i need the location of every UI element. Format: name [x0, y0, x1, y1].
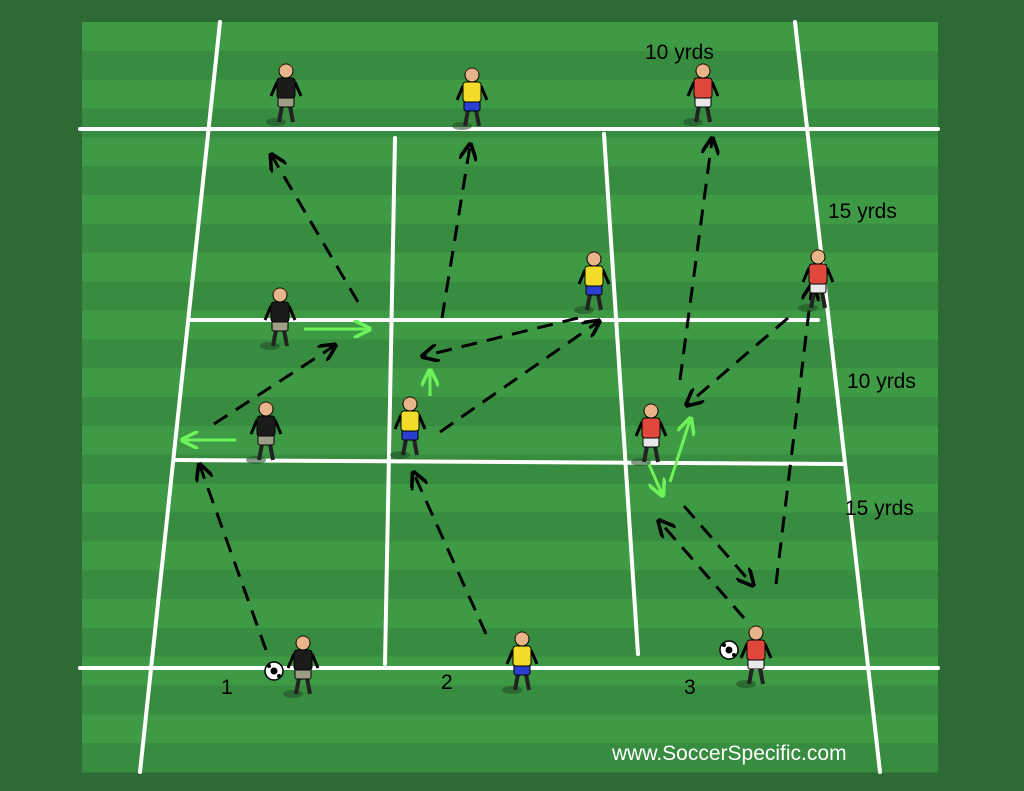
player-black — [283, 635, 320, 698]
grass-stripes — [82, 22, 938, 773]
distance-label-3: 15 yrds — [845, 497, 914, 520]
pass-arrow — [439, 322, 598, 434]
field-lines — [78, 20, 940, 774]
pass-arrow — [688, 316, 789, 404]
player-red — [683, 63, 720, 126]
watermark: www.SoccerSpecific.com — [612, 742, 847, 765]
grass-stripe — [82, 79, 938, 110]
grass-stripe — [82, 223, 938, 254]
grass-stripe — [82, 50, 938, 81]
pass-arrow — [424, 316, 579, 356]
right-boundary — [793, 20, 882, 774]
grass-stripe — [82, 512, 938, 542]
grass-stripe — [82, 627, 938, 658]
grass-stripe — [82, 656, 938, 686]
grass-stripe — [82, 714, 938, 744]
run-arrow — [668, 420, 690, 483]
pass-arrow — [272, 156, 360, 303]
distance-label-top: 10 yrds — [645, 41, 714, 64]
grass-stripe — [82, 598, 938, 629]
grass-stripe — [82, 137, 938, 167]
grass-stripe — [82, 310, 938, 340]
player-yellow — [502, 631, 539, 694]
grass-stripe — [82, 166, 938, 196]
player-yellow — [390, 396, 427, 459]
grass-stripe — [82, 483, 938, 513]
pass-arrow — [200, 466, 268, 651]
distance-label-1: 15 yrds — [828, 200, 897, 223]
pass-arrow — [678, 140, 712, 381]
left-boundary — [138, 20, 222, 774]
pass-arrow — [213, 346, 334, 426]
grass-stripe — [82, 22, 938, 52]
players — [246, 63, 835, 698]
player-red — [631, 403, 668, 466]
grass-stripe — [82, 252, 938, 283]
pass-arrow — [660, 522, 746, 619]
grass-stripe — [82, 108, 938, 138]
player-black — [246, 401, 283, 464]
grass-stripe — [82, 339, 938, 369]
pass-arrow — [440, 146, 470, 319]
player-yellow — [574, 251, 611, 314]
grass-stripe — [82, 743, 938, 773]
ball-icon — [719, 640, 739, 660]
lower-line — [173, 458, 845, 466]
lane-divider-2 — [602, 132, 640, 656]
grass-stripe — [82, 570, 938, 600]
movement-arrows — [184, 140, 812, 651]
ball-icon — [264, 661, 284, 681]
lane-number-1: 1 — [221, 676, 233, 699]
player-yellow — [452, 67, 489, 130]
player-black — [260, 287, 297, 350]
player-black — [266, 63, 303, 126]
lane-number-3: 3 — [684, 676, 696, 699]
run-arrow — [646, 461, 662, 494]
distance-label-2: 10 yrds — [847, 370, 916, 393]
grass-stripe — [82, 541, 938, 571]
player-red — [798, 249, 835, 312]
pass-arrow — [414, 474, 488, 635]
pass-arrow — [682, 505, 752, 584]
grass-stripe — [82, 397, 938, 427]
lane-divider-1 — [383, 136, 397, 666]
lane-number-2: 2 — [441, 671, 453, 694]
grass-stripe — [82, 195, 938, 225]
grass-stripe — [82, 281, 938, 311]
player-red — [736, 625, 773, 688]
